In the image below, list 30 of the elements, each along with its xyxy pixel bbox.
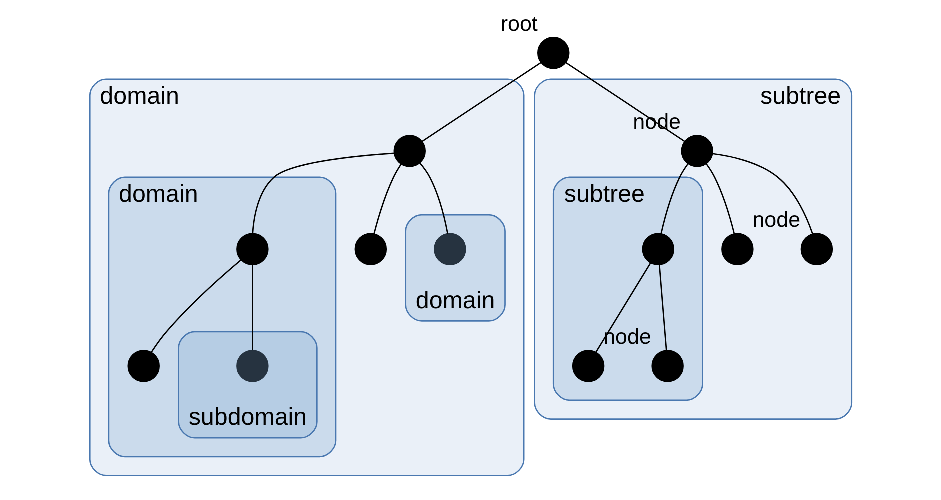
- connector: [565, 62, 686, 142]
- connector: [595, 262, 652, 353]
- node-label: root: [500, 12, 538, 36]
- node-circle: [680, 135, 713, 168]
- connector: [252, 265, 253, 351]
- node-circle: [354, 233, 387, 266]
- cluster: subdomain: [178, 331, 318, 439]
- connector: [252, 152, 394, 234]
- node-circle: [800, 233, 833, 266]
- node-circle: [236, 233, 268, 266]
- connector: [706, 164, 735, 234]
- connector: [418, 162, 448, 234]
- connector: [660, 164, 688, 234]
- connector: [150, 260, 242, 353]
- node-circle: [642, 233, 674, 266]
- node-circle: [651, 350, 684, 382]
- connector: [373, 164, 402, 234]
- node-label: node: [752, 208, 800, 232]
- node-circle: [127, 350, 160, 382]
- node-circle: [721, 233, 754, 266]
- node-label: node: [603, 324, 651, 349]
- node-circle: [393, 135, 426, 168]
- node-circle: [572, 350, 604, 382]
- node-circle: [434, 233, 466, 266]
- connector: [712, 153, 813, 234]
- node-circle: [537, 37, 570, 70]
- connector: [658, 265, 667, 351]
- cluster: domain: [404, 214, 506, 322]
- node-circle: [236, 350, 268, 382]
- connector: [421, 62, 542, 142]
